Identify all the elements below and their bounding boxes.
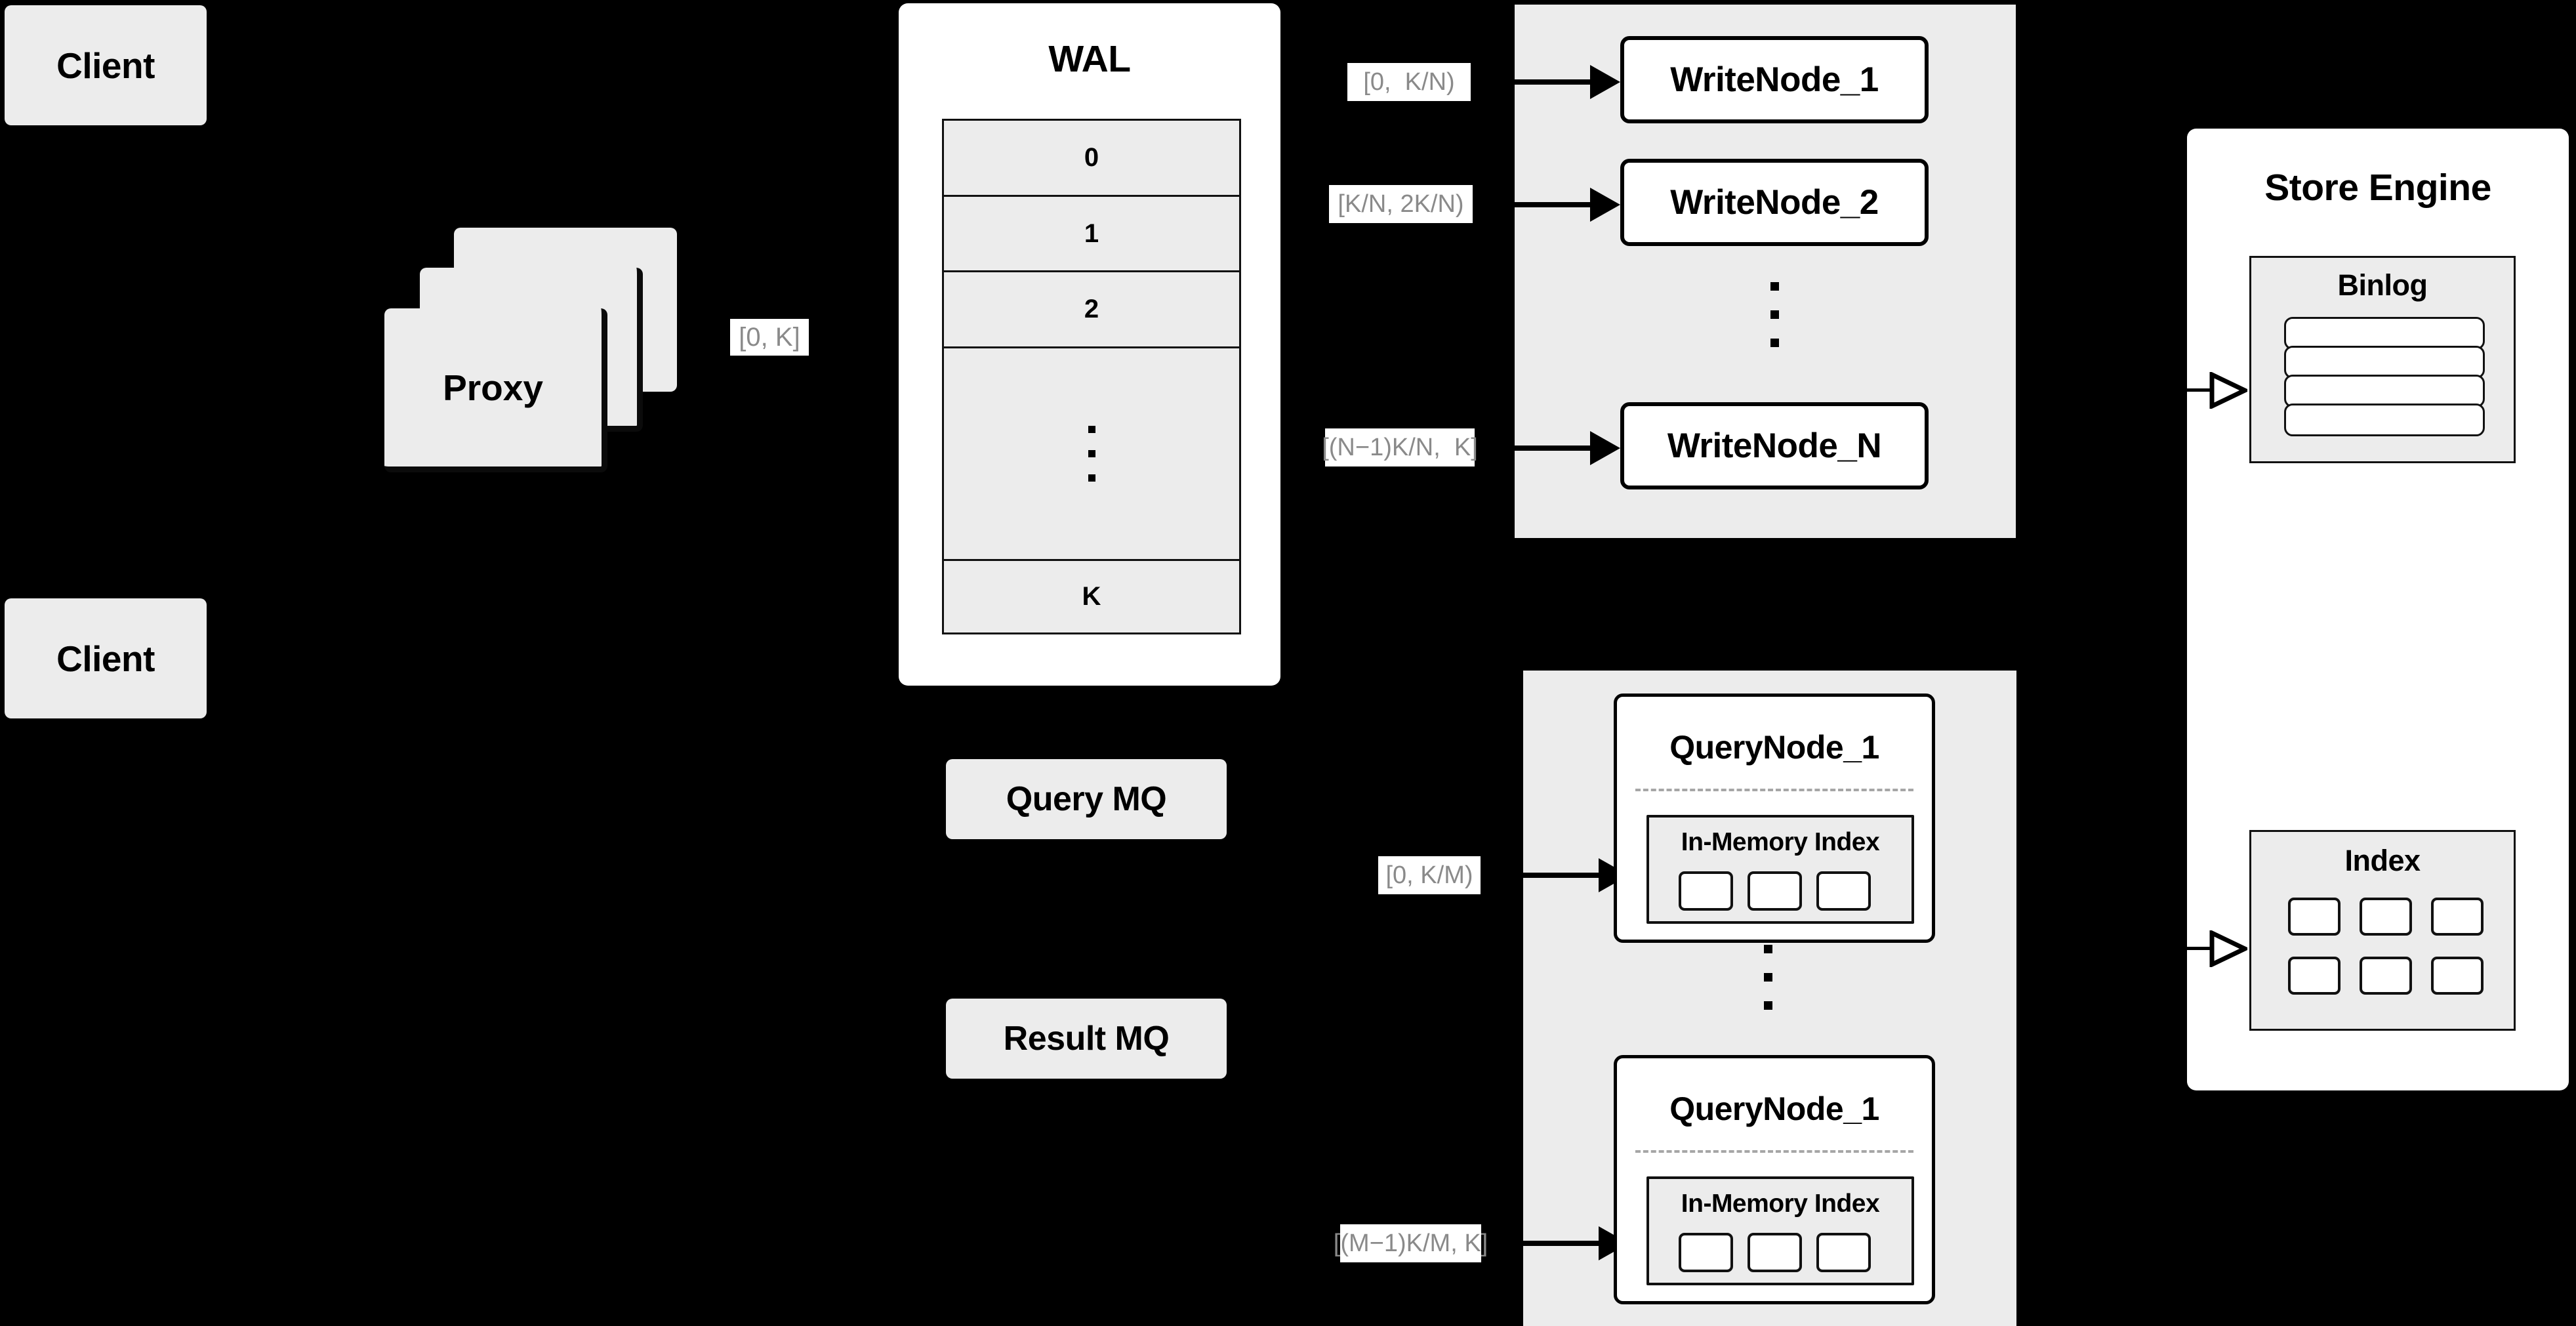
write-range-label-n: [(N−1)K/N, K]	[1322, 428, 1478, 466]
index-cell[interactable]	[1748, 871, 1802, 911]
result-mq-box[interactable]: Result MQ	[946, 999, 1227, 1079]
query-arrow-line-1	[1504, 873, 1619, 878]
proxy-label: Proxy	[443, 367, 543, 408]
proxy-range-label: [0, K]	[730, 319, 809, 356]
write-node-ellipsis	[1770, 282, 1779, 347]
write-node-2-label: WriteNode_2	[1670, 183, 1879, 222]
query-node-2-memory-index: In-Memory Index	[1646, 1176, 1914, 1285]
query-arrow-line-m	[1504, 1241, 1619, 1246]
store-index-cell[interactable]	[2360, 957, 2412, 995]
binlog-row[interactable]	[2284, 375, 2485, 407]
index-arrow-line	[2187, 947, 2213, 950]
store-index-cell[interactable]	[2431, 957, 2484, 995]
query-node-1-label: QueryNode_1	[1669, 729, 1879, 766]
wal-row-1[interactable]: 1	[944, 197, 1239, 273]
proxy-card-front[interactable]: Proxy	[384, 308, 607, 472]
binlog-title: Binlog	[2337, 268, 2428, 302]
query-range-label-m: [(M−1)K/M, K]	[1334, 1224, 1488, 1262]
write-node-1-label: WriteNode_1	[1670, 60, 1879, 99]
write-arrow-head-1	[1590, 65, 1620, 99]
binlog-row[interactable]	[2284, 317, 2485, 350]
query-node-1-memory-index: In-Memory Index	[1646, 815, 1914, 924]
write-arrow-line-2	[1499, 202, 1610, 207]
store-engine-title: Store Engine	[2264, 167, 2491, 209]
query-node-2-index-cells	[1679, 1233, 1871, 1272]
write-node-n[interactable]: WriteNode_N	[1620, 402, 1929, 489]
client-label-1: Client	[56, 45, 155, 86]
store-index-cell[interactable]	[2288, 957, 2341, 995]
query-node-1-memory-index-title: In-Memory Index	[1681, 828, 1880, 856]
wal-row-ellipsis	[944, 348, 1239, 562]
write-arrow-head-2	[1590, 188, 1620, 222]
client-label-2: Client	[56, 638, 155, 679]
index-cell[interactable]	[1748, 1233, 1802, 1272]
write-node-n-label: WriteNode_N	[1667, 426, 1882, 465]
wal-panel: WAL 0 1 2 K	[899, 3, 1280, 686]
store-index-cell[interactable]	[2431, 898, 2484, 936]
client-box-1[interactable]: Client	[5, 5, 207, 125]
index-cell[interactable]	[1679, 871, 1733, 911]
store-index-cell[interactable]	[2288, 898, 2341, 936]
wal-row-k[interactable]: K	[1082, 582, 1101, 611]
query-node-2[interactable]: QueryNode_1 In-Memory Index	[1614, 1055, 1935, 1304]
binlog-arrow-line	[2187, 388, 2213, 392]
write-node-1[interactable]: WriteNode_1	[1620, 36, 1929, 123]
query-node-1-separator	[1635, 789, 1913, 791]
write-node-2[interactable]: WriteNode_2	[1620, 159, 1929, 246]
query-mq-label: Query MQ	[1006, 780, 1167, 818]
binlog-row[interactable]	[2284, 404, 2485, 436]
write-range-label-2: [K/N, 2K/N)	[1329, 185, 1473, 223]
store-index-cell[interactable]	[2360, 898, 2412, 936]
binlog-row[interactable]	[2284, 346, 2485, 379]
query-node-1[interactable]: QueryNode_1 In-Memory Index	[1614, 694, 1935, 943]
wal-title: WAL	[1048, 38, 1131, 80]
index-cell[interactable]	[1816, 871, 1871, 911]
index-panel: Index	[2249, 830, 2516, 1031]
query-node-1-index-cells	[1679, 871, 1871, 911]
wal-table: 0 1 2 K	[942, 119, 1241, 634]
index-panel-row-1	[2288, 898, 2484, 936]
write-arrow-line-n	[1499, 445, 1610, 451]
wal-row-2[interactable]: 2	[944, 272, 1239, 349]
write-arrow-line-1	[1499, 79, 1610, 85]
write-range-label-1: [0, K/N)	[1347, 63, 1471, 101]
query-node-2-memory-index-title: In-Memory Index	[1681, 1190, 1880, 1218]
index-panel-row-2	[2288, 957, 2484, 995]
query-node-ellipsis	[1764, 945, 1772, 1010]
query-node-2-label: QueryNode_1	[1669, 1090, 1879, 1127]
store-engine-panel: Store Engine Binlog Index	[2187, 129, 2569, 1090]
wal-row-0[interactable]: 0	[944, 121, 1239, 197]
result-mq-label: Result MQ	[1003, 1020, 1170, 1058]
query-mq-box[interactable]: Query MQ	[946, 759, 1227, 839]
write-arrow-head-n	[1590, 431, 1620, 465]
index-title: Index	[2344, 844, 2421, 877]
query-range-label-1: [0, K/M)	[1378, 856, 1481, 894]
binlog-panel: Binlog	[2249, 256, 2516, 463]
client-box-2[interactable]: Client	[5, 598, 207, 718]
index-cell[interactable]	[1816, 1233, 1871, 1272]
query-node-2-separator	[1635, 1150, 1913, 1153]
index-cell[interactable]	[1679, 1233, 1733, 1272]
